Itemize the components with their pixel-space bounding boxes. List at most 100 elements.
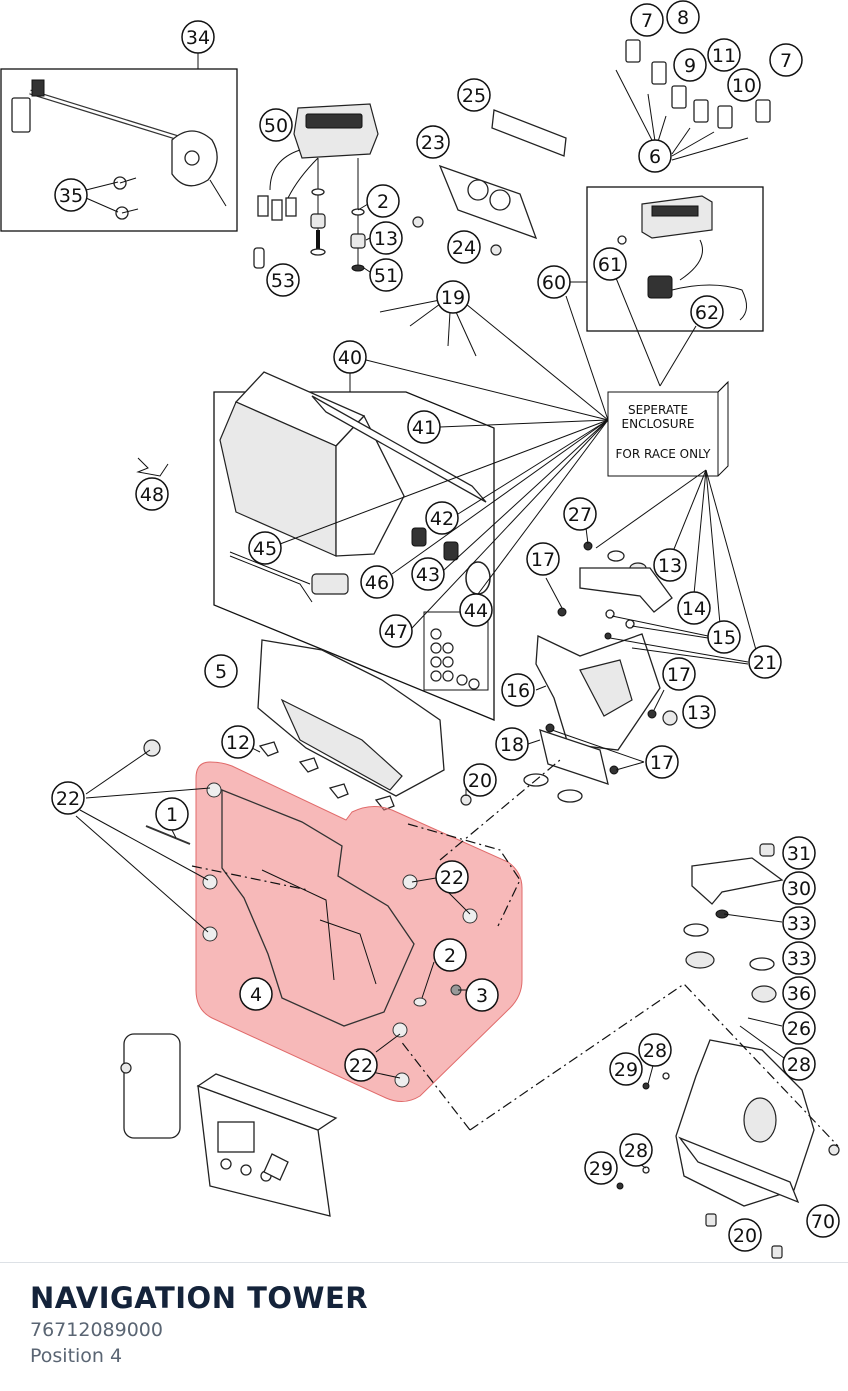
callout-number: 35 xyxy=(59,185,83,207)
callout-number: 22 xyxy=(349,1055,373,1077)
callout-circle xyxy=(181,20,215,54)
callout-circle xyxy=(666,0,700,34)
callout-17: 17 xyxy=(645,745,679,779)
parts-13-14-15 xyxy=(579,541,673,650)
callout-43: 43 xyxy=(411,557,445,591)
callout-circle xyxy=(495,727,529,761)
callout-number: 31 xyxy=(787,843,811,865)
callout-circle xyxy=(344,1048,378,1082)
callout-circle xyxy=(638,1033,672,1067)
callout-circle xyxy=(411,557,445,591)
callout-45: 45 xyxy=(248,531,282,565)
exploded-parts-diagram: SEPERATE ENCLOSURE FOR RACE ONLY xyxy=(0,0,840,1259)
leader-lines xyxy=(75,181,785,1169)
callout-35: 35 xyxy=(54,178,88,212)
callout-circle xyxy=(630,3,664,37)
callout-circle xyxy=(782,836,816,870)
callout-number: 2 xyxy=(377,191,389,213)
callout-5: 5 xyxy=(204,654,238,688)
callout-number: 10 xyxy=(732,75,756,97)
callout-number: 13 xyxy=(374,228,398,250)
part-48 xyxy=(136,457,169,477)
callout-2: 2 xyxy=(433,938,467,972)
callout-circle xyxy=(728,1218,762,1252)
part-16-bracket xyxy=(535,607,678,751)
callout-circle xyxy=(379,614,413,648)
callout-number: 19 xyxy=(441,287,465,309)
callout-42: 42 xyxy=(425,501,459,535)
callout-circle xyxy=(463,763,497,797)
callout-number: 15 xyxy=(712,627,736,649)
callout-circle xyxy=(459,593,493,627)
callout-number: 4 xyxy=(250,984,262,1006)
callout-12: 12 xyxy=(221,725,255,759)
callout-circle xyxy=(537,265,571,299)
callout-circle xyxy=(204,654,238,688)
callout-number: 33 xyxy=(787,913,811,935)
callout-number: 47 xyxy=(384,621,408,643)
callout-62: 62 xyxy=(690,295,724,329)
callout-circle xyxy=(653,548,687,582)
callout-number: 13 xyxy=(658,555,682,577)
callout-number: 27 xyxy=(568,504,592,526)
callout-19: 19 xyxy=(436,280,470,314)
callout-number: 48 xyxy=(140,484,164,506)
callout-10: 10 xyxy=(727,68,761,102)
callout-number: 21 xyxy=(753,652,777,674)
callout-number: 45 xyxy=(253,538,277,560)
callout-circle xyxy=(239,977,273,1011)
callout-circle xyxy=(638,139,672,173)
callout-36: 36 xyxy=(782,976,816,1010)
callout-circle xyxy=(465,978,499,1012)
callout-circle xyxy=(369,258,403,292)
callout-48: 48 xyxy=(135,477,169,511)
callout-3: 3 xyxy=(465,978,499,1012)
callout-circle xyxy=(259,108,293,142)
callout-44: 44 xyxy=(459,593,493,627)
callout-number: 13 xyxy=(687,702,711,724)
callout-11: 11 xyxy=(707,38,741,72)
callout-number: 18 xyxy=(500,734,524,756)
callout-31: 31 xyxy=(782,836,816,870)
callout-circle xyxy=(782,941,816,975)
callout-number: 22 xyxy=(440,867,464,889)
callout-circle xyxy=(769,43,803,77)
callout-14: 14 xyxy=(677,591,711,625)
callout-number: 46 xyxy=(365,572,389,594)
part-4-highlight xyxy=(145,761,523,1102)
callout-circle xyxy=(782,1011,816,1045)
callout-13: 13 xyxy=(653,548,687,582)
callout-circle xyxy=(51,781,85,815)
callout-circle xyxy=(425,501,459,535)
callout-number: 23 xyxy=(421,132,445,154)
callout-number: 17 xyxy=(531,549,555,571)
callout-circle xyxy=(593,247,627,281)
callout-circle xyxy=(526,542,560,576)
callout-number: 22 xyxy=(56,788,80,810)
callout-15: 15 xyxy=(707,620,741,654)
part-22-mount xyxy=(143,739,161,757)
callout-13: 13 xyxy=(369,221,403,255)
callout-number: 62 xyxy=(695,302,719,324)
callout-53: 53 xyxy=(266,263,300,297)
callout-circle xyxy=(155,797,189,831)
callout-number: 28 xyxy=(624,1140,648,1162)
alignment-dashline-5 xyxy=(439,759,561,861)
enclosure-text-line1: SEPERATE xyxy=(628,403,688,417)
callout-number: 20 xyxy=(468,770,492,792)
callout-circle xyxy=(609,1052,643,1086)
callout-number: 6 xyxy=(649,146,661,168)
callout-number: 53 xyxy=(271,270,295,292)
callout-34: 34 xyxy=(181,20,215,54)
footer-panel: NAVIGATION TOWER 76712089000 Position 4 xyxy=(0,1262,848,1391)
callout-number: 60 xyxy=(542,272,566,294)
part-title: NAVIGATION TOWER xyxy=(30,1281,369,1315)
callout-number: 70 xyxy=(811,1211,835,1233)
fuses-group xyxy=(615,39,771,161)
callout-number: 1 xyxy=(166,804,178,826)
callout-circle xyxy=(662,657,696,691)
callout-number: 28 xyxy=(643,1040,667,1062)
part-5-bracket xyxy=(257,639,472,811)
callout-47: 47 xyxy=(379,614,413,648)
